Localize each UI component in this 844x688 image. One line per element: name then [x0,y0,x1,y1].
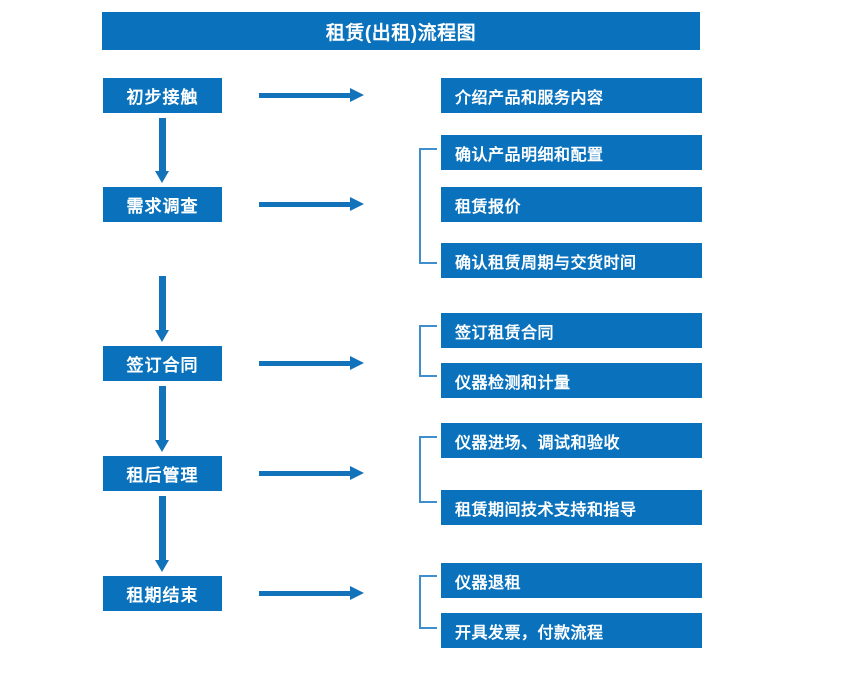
detail-box-8[interactable]: 租赁期间技术支持和指导 [441,490,702,525]
stage-box-3[interactable]: 签订合同 [103,346,222,381]
detail-box-1[interactable]: 介绍产品和服务内容 [441,78,702,113]
branch-arrow-right-4 [259,466,364,480]
page-title: 租赁(出租)流程图 [102,12,700,50]
detail-box-3[interactable]: 租赁报价 [441,187,702,222]
stage-box-4[interactable]: 租后管理 [103,456,222,491]
detail-box-7[interactable]: 仪器进场、调试和验收 [441,423,702,458]
branch-arrow-right-2 [259,197,364,211]
detail-box-5[interactable]: 签订租赁合同 [441,313,702,348]
flow-arrow-down-1 [155,118,170,183]
branch-arrow-right-1 [259,88,364,102]
detail-box-10[interactable]: 开具发票，付款流程 [441,613,702,648]
branch-arrow-right-3 [259,356,364,370]
flow-arrow-down-2 [155,276,170,342]
branch-arrow-right-5 [259,586,364,600]
detail-box-4[interactable]: 确认租赁周期与交货时间 [441,243,702,278]
stage-box-1[interactable]: 初步接触 [103,78,222,113]
stage-box-5[interactable]: 租期结束 [103,576,222,611]
stage-box-2[interactable]: 需求调查 [103,187,222,222]
group-bracket-5 [419,575,437,629]
group-bracket-3 [419,325,437,377]
detail-box-9[interactable]: 仪器退租 [441,563,702,598]
flow-arrow-down-4 [155,496,170,572]
flow-arrow-down-3 [155,386,170,452]
group-bracket-4 [419,436,437,503]
detail-box-6[interactable]: 仪器检测和计量 [441,363,702,398]
detail-box-2[interactable]: 确认产品明细和配置 [441,135,702,170]
group-bracket-2 [419,148,437,264]
